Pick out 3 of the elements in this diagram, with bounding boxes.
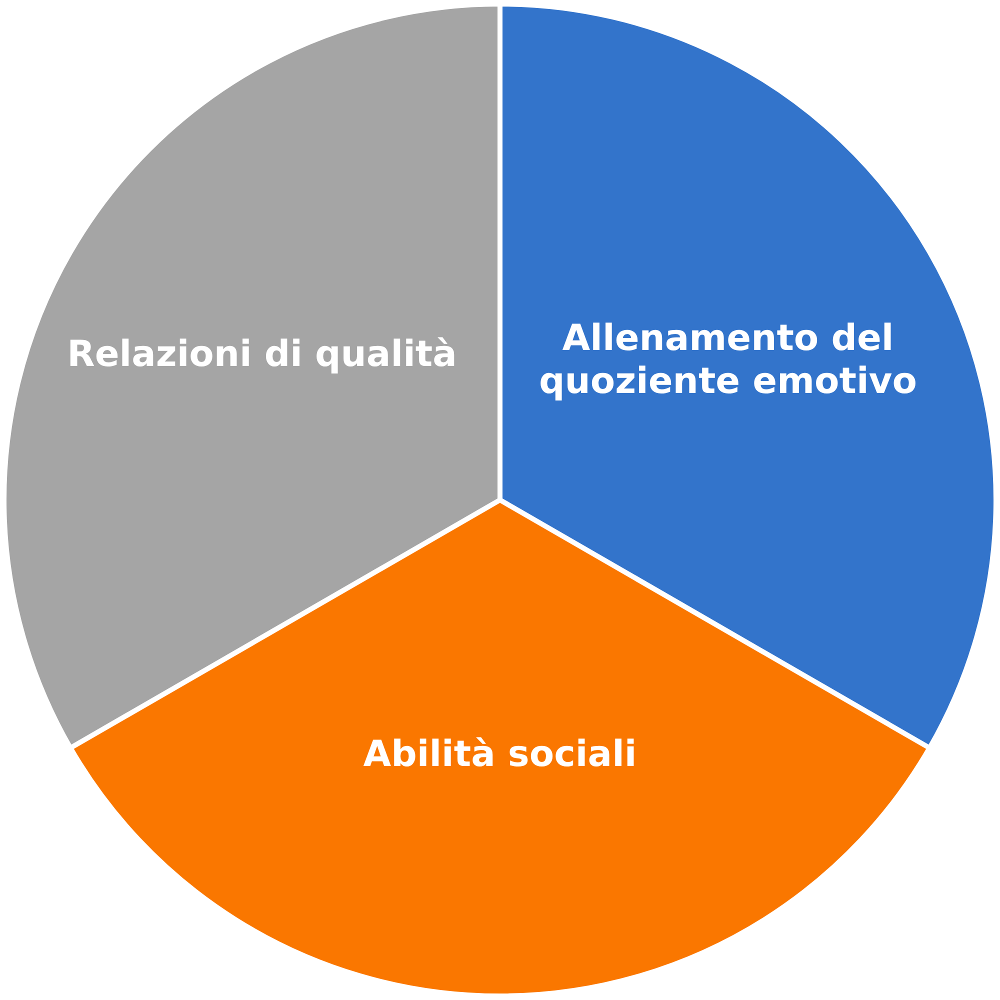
slice-label: Allenamento del quoziente emotivo xyxy=(538,316,918,404)
slice-label: Abilità sociali xyxy=(363,733,637,777)
slice-label: Relazioni di qualità xyxy=(67,333,457,377)
